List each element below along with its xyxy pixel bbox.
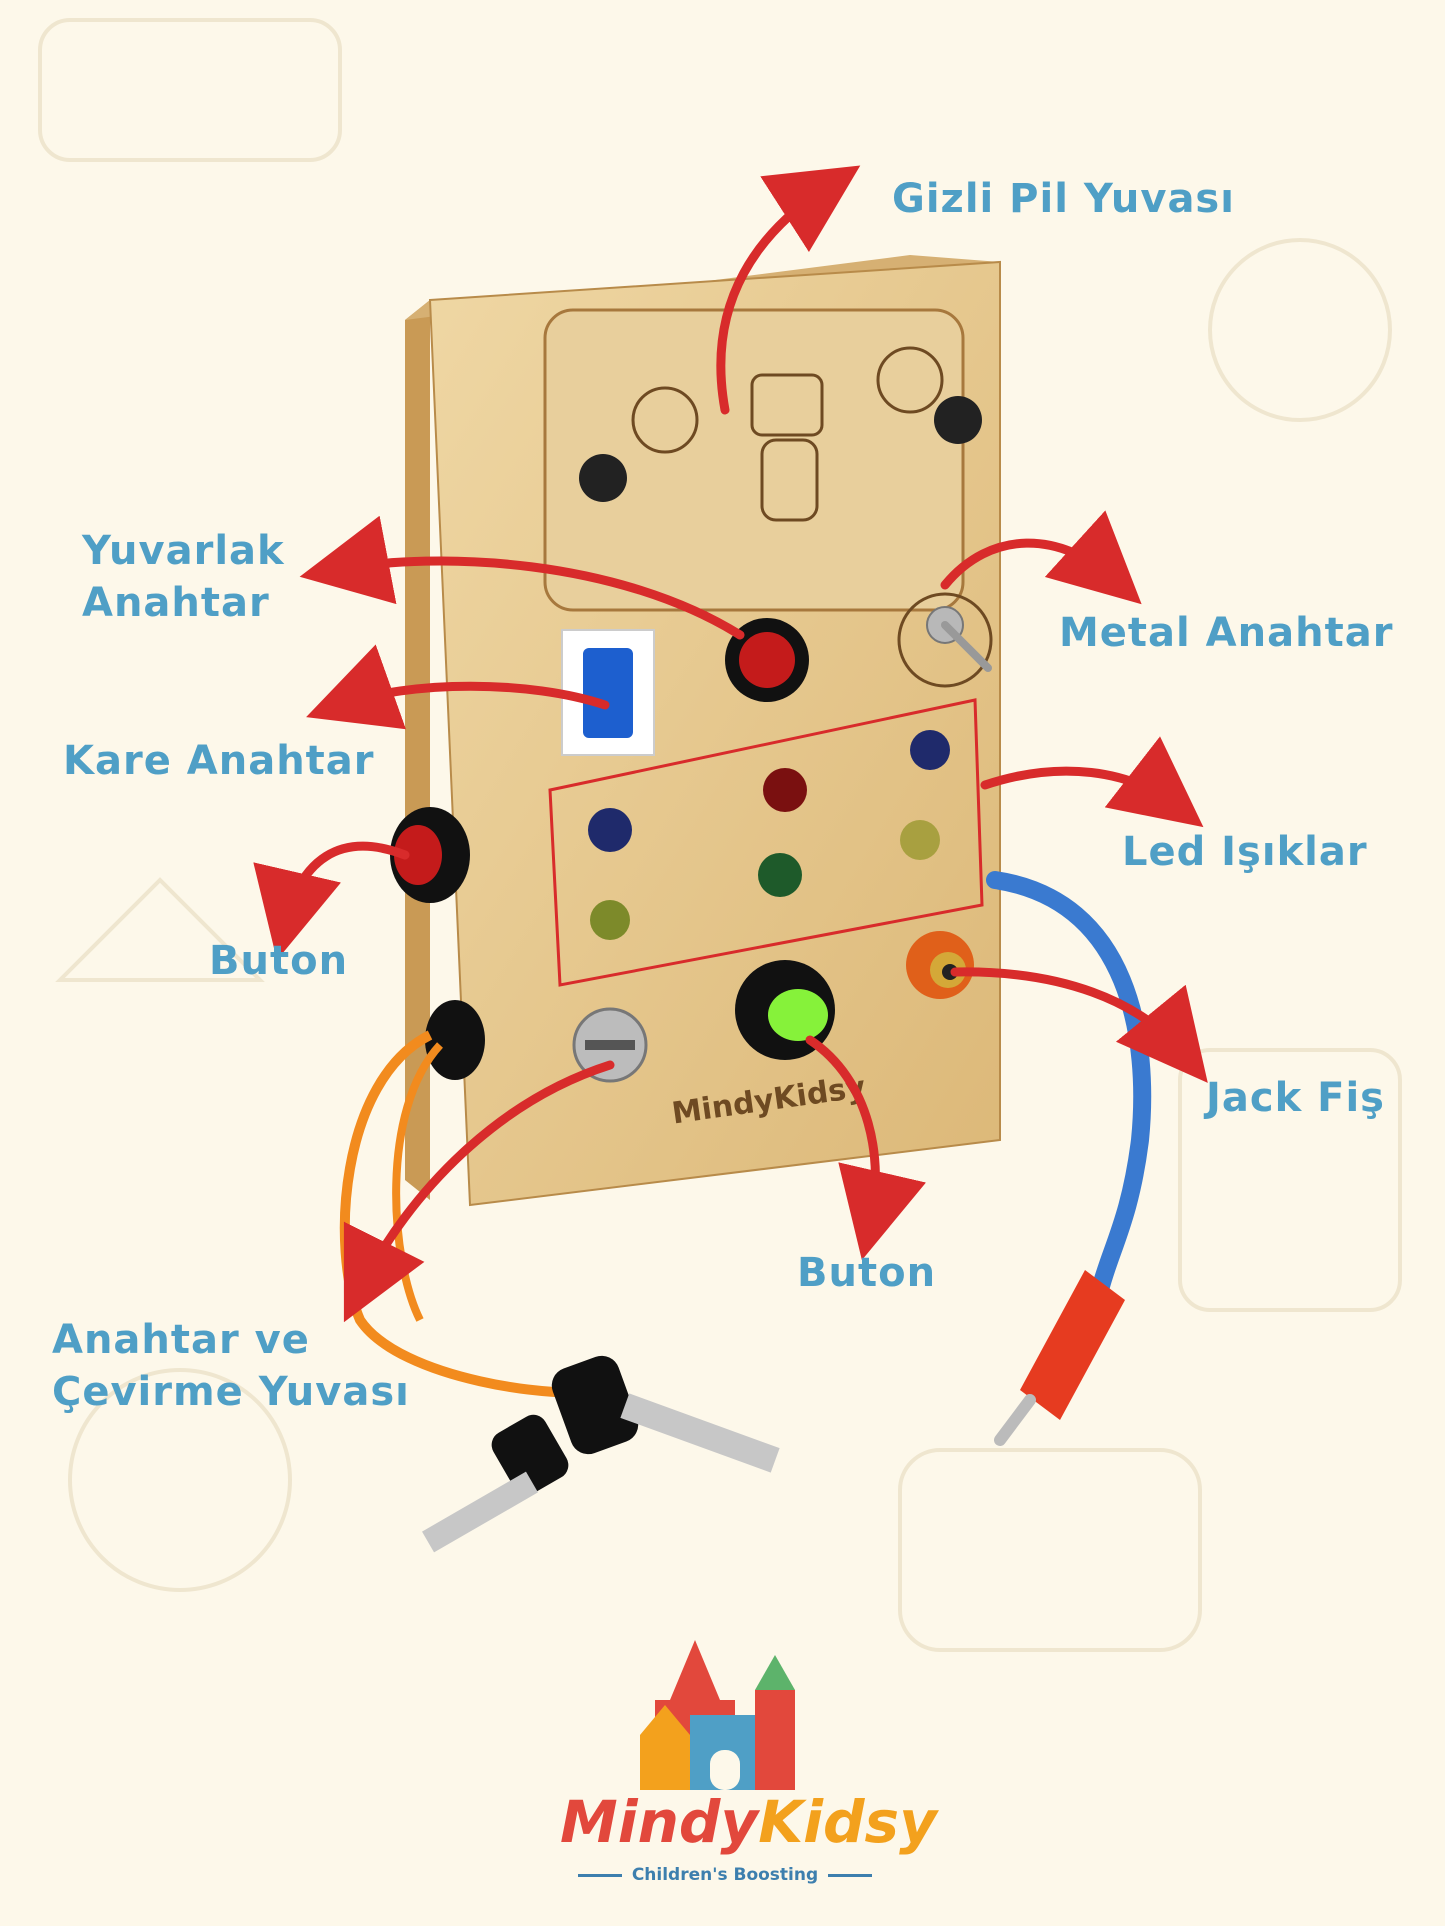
label-key-line2: Çevirme Yuvası <box>52 1369 410 1415</box>
label-led-lights: Led Işıklar <box>1122 829 1368 875</box>
brand-name: MindyKidsy <box>560 1788 937 1856</box>
label-bottom-button: Buton <box>797 1250 937 1296</box>
keys[interactable] <box>422 1351 780 1553</box>
led-blue-left <box>588 808 632 852</box>
castle-logo-icon <box>640 1640 795 1790</box>
bulb-engraving-left <box>631 386 699 454</box>
rca-plug[interactable] <box>1020 1270 1125 1420</box>
side-push-button[interactable] <box>390 807 470 903</box>
label-hidden-battery: Gizli Pil Yuvası <box>892 176 1235 222</box>
green-push-button[interactable] <box>735 960 835 1060</box>
arrow-green-button <box>805 1035 926 1261</box>
battery-cover <box>543 308 982 612</box>
board-side-edge <box>405 300 430 1200</box>
arrow-round-switch <box>299 515 745 640</box>
background-doodles <box>38 18 1402 1652</box>
robot-engraving <box>750 373 824 437</box>
brand-logo: MindyKidsy Children's Boosting <box>560 1640 937 1910</box>
label-key-line1: Anahtar ve <box>52 1317 310 1363</box>
label-square-switch: Kare Anahtar <box>63 738 375 784</box>
rca-jack-socket[interactable] <box>906 931 974 999</box>
side-hole <box>425 1000 485 1080</box>
led-green <box>758 853 802 897</box>
arrow-key-lock <box>343 1060 615 1323</box>
bulb-engraving-right <box>876 346 944 414</box>
arrow-metal-switch <box>940 510 1142 605</box>
arrow-side-button <box>253 841 410 961</box>
braided-cable <box>986 871 1152 1299</box>
led-yellow-right <box>900 820 940 860</box>
brand-tagline: Children's Boosting <box>560 1862 890 1888</box>
label-round-switch-line1: Yuvarlak <box>82 528 285 574</box>
label-round-switch-line2: Anahtar <box>82 580 270 626</box>
metal-toggle-switch[interactable] <box>897 592 993 688</box>
label-side-button: Buton <box>209 938 349 984</box>
led-red <box>763 768 807 812</box>
led-lights <box>588 730 950 940</box>
screw-left <box>579 454 627 502</box>
annotation-arrows <box>253 165 1208 1323</box>
arrow-jack <box>950 967 1208 1083</box>
label-jack-plug: Jack Fiş <box>1206 1075 1385 1121</box>
round-rocker-switch[interactable] <box>725 618 809 702</box>
arrow-led <box>980 736 1204 828</box>
led-area-outline <box>548 698 984 987</box>
key-lock[interactable] <box>572 1007 648 1083</box>
busy-board: MindyKidsy <box>390 255 1001 1207</box>
screw-right <box>934 396 982 444</box>
arrow-battery <box>716 165 861 415</box>
arrow-square-switch <box>306 644 610 730</box>
led-blue-right <box>910 730 950 770</box>
led-yellow-left <box>590 900 630 940</box>
label-metal-switch: Metal Anahtar <box>1059 610 1394 656</box>
